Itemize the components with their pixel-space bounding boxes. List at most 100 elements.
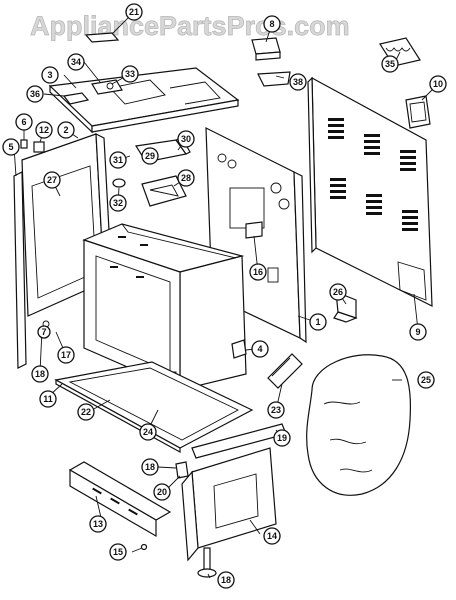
callout-15: 15 bbox=[109, 543, 127, 561]
svg-text:4: 4 bbox=[257, 344, 262, 354]
svg-text:2: 2 bbox=[63, 125, 68, 135]
svg-text:33: 33 bbox=[125, 69, 135, 79]
svg-text:15: 15 bbox=[113, 547, 123, 557]
callout-7: 7 bbox=[37, 325, 51, 339]
callout-36: 35 bbox=[381, 55, 399, 73]
callout-29: 28 bbox=[177, 169, 195, 187]
svg-text:27: 27 bbox=[47, 175, 57, 185]
callout-4: 4 bbox=[251, 340, 269, 358]
cover-bracket bbox=[405, 95, 431, 129]
rear-panel bbox=[307, 76, 433, 307]
svg-text:17: 17 bbox=[61, 350, 71, 360]
svg-text:26: 26 bbox=[333, 287, 343, 297]
callout-16: 16 bbox=[249, 263, 267, 281]
callout-13: 13 bbox=[89, 515, 107, 533]
callout-22: 21 bbox=[125, 3, 143, 21]
screw bbox=[131, 543, 148, 553]
svg-text:18: 18 bbox=[221, 575, 231, 585]
callout-8: 8 bbox=[263, 15, 281, 33]
callout-2: 2 bbox=[57, 121, 75, 139]
callout-33: 32 bbox=[109, 194, 127, 212]
oven-cavity bbox=[82, 223, 247, 391]
callout-30: 29 bbox=[141, 147, 159, 165]
callout-6: 6 bbox=[15, 113, 33, 131]
svg-text:12: 12 bbox=[39, 125, 49, 135]
svg-text:34: 34 bbox=[71, 57, 81, 67]
svg-text:8: 8 bbox=[269, 19, 274, 29]
front-trim bbox=[13, 171, 27, 369]
callout-20: 19 bbox=[273, 429, 291, 447]
watermark-text: AppliancePartsPros.com bbox=[30, 11, 350, 41]
svg-text:6: 6 bbox=[21, 117, 26, 127]
svg-text:5: 5 bbox=[8, 142, 13, 152]
callout-3: 3 bbox=[41, 66, 59, 84]
svg-text:23: 23 bbox=[271, 405, 281, 415]
callout-9: 9 bbox=[409, 323, 427, 341]
svg-text:18: 18 bbox=[35, 369, 45, 379]
callout-25: 24 bbox=[139, 423, 157, 441]
svg-text:31: 31 bbox=[113, 155, 123, 165]
callout-17: 17 bbox=[57, 346, 75, 364]
storage-drawer bbox=[181, 423, 287, 562]
callout-12: 12 bbox=[35, 121, 53, 139]
svg-text:13: 13 bbox=[93, 519, 103, 529]
callout-23: 22 bbox=[77, 403, 95, 421]
leveling-leg bbox=[197, 547, 217, 578]
callout-14: 14 bbox=[263, 527, 281, 545]
svg-text:22: 22 bbox=[81, 407, 91, 417]
svg-text:36: 36 bbox=[30, 89, 40, 99]
svg-text:32: 32 bbox=[113, 198, 123, 208]
callout-11: 11 bbox=[39, 390, 57, 408]
insulation-blanket bbox=[306, 354, 412, 496]
callout-27: 26 bbox=[329, 283, 347, 301]
hinge-clip bbox=[251, 37, 281, 61]
clip bbox=[33, 141, 45, 153]
callout-31: 30 bbox=[177, 130, 195, 148]
svg-text:10: 10 bbox=[433, 79, 443, 89]
callouts: 21 3 36 34 33 8 38 35 10 6 12 2 5 27 30 … bbox=[2, 3, 447, 589]
callout-32: 31 bbox=[109, 151, 127, 169]
svg-text:25: 25 bbox=[421, 375, 431, 385]
latch-bracket bbox=[231, 339, 247, 359]
svg-text:14: 14 bbox=[267, 531, 277, 541]
svg-text:3: 3 bbox=[47, 70, 52, 80]
svg-text:35: 35 bbox=[385, 59, 395, 69]
svg-text:24: 24 bbox=[143, 427, 153, 437]
callout-5: 5 bbox=[2, 138, 20, 156]
svg-text:38: 38 bbox=[293, 77, 303, 87]
svg-text:18: 18 bbox=[145, 462, 155, 472]
door-latch bbox=[267, 353, 303, 389]
callout-34: 33 bbox=[121, 65, 139, 83]
switch-bracket bbox=[84, 32, 120, 43]
callout-18-right: 18 bbox=[141, 458, 159, 476]
callout-10: 10 bbox=[429, 75, 447, 93]
fastener bbox=[112, 178, 126, 188]
svg-text:29: 29 bbox=[145, 151, 155, 161]
callout-37: 36 bbox=[26, 85, 44, 103]
callout-24: 23 bbox=[267, 401, 285, 419]
callout-19: 18 bbox=[217, 571, 235, 589]
svg-text:28: 28 bbox=[181, 173, 191, 183]
callout-26: 25 bbox=[417, 371, 435, 389]
drawer-clip bbox=[175, 461, 189, 479]
kick-panel bbox=[68, 461, 172, 538]
svg-text:9: 9 bbox=[415, 327, 420, 337]
element-terminal-bracket bbox=[91, 79, 123, 95]
svg-text:11: 11 bbox=[43, 394, 53, 404]
clip-small bbox=[20, 139, 28, 149]
svg-text:21: 21 bbox=[129, 7, 139, 17]
mounting-bracket bbox=[141, 175, 187, 207]
svg-text:1: 1 bbox=[315, 317, 320, 327]
callout-35: 34 bbox=[67, 53, 85, 71]
hinge-bracket bbox=[257, 71, 291, 87]
callout-38: 38 bbox=[289, 73, 307, 91]
svg-text:19: 19 bbox=[277, 433, 287, 443]
top-cover bbox=[48, 67, 240, 134]
callout-18-left: 18 bbox=[31, 365, 49, 383]
callout-28: 27 bbox=[43, 171, 61, 189]
callout-21: 20 bbox=[153, 483, 171, 501]
svg-text:20: 20 bbox=[157, 487, 167, 497]
svg-text:7: 7 bbox=[41, 327, 46, 337]
svg-text:16: 16 bbox=[253, 267, 263, 277]
